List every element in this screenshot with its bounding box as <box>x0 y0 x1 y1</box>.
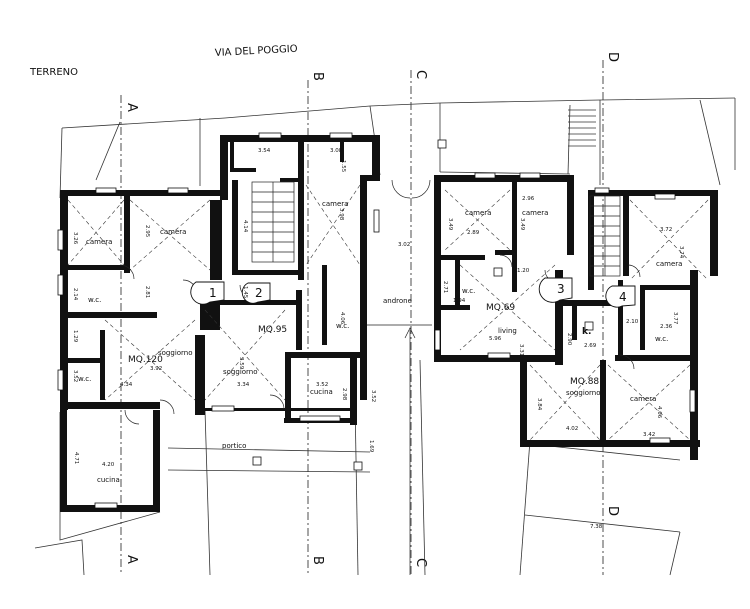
room-wc: w.c. <box>78 375 91 383</box>
room-wc: w.c. <box>336 322 349 330</box>
dimension-label: 2.96 <box>522 196 535 202</box>
exterior-steps <box>568 109 596 147</box>
dimension-label: 1.69 <box>368 440 374 453</box>
dimension-label: 3.49 <box>519 218 525 231</box>
dimension-label: 2.89 <box>467 230 480 236</box>
area-mq95: MQ.95 <box>258 325 287 335</box>
dimension-label: 3.74 <box>678 246 684 259</box>
section-b-bottom: B <box>310 556 325 565</box>
dimension-label: 3.52 <box>316 382 328 388</box>
dimension-label: 2.81 <box>144 286 150 298</box>
section-c-top: C <box>413 70 428 79</box>
dimension-label: 2.10 <box>626 319 639 325</box>
dimension-label: 2.69 <box>584 343 597 349</box>
dimension-label: 3.52 <box>370 390 376 402</box>
room-living: living <box>498 327 517 335</box>
unit-3-label: 3 <box>557 282 565 296</box>
unit-4-label: 4 <box>619 290 627 304</box>
unit-markers <box>190 277 636 308</box>
room-wc: w.c. <box>462 287 475 295</box>
room-kitchenette: k. <box>582 327 591 337</box>
section-a-bottom: A <box>124 555 139 564</box>
hatch-marks <box>252 139 594 471</box>
dimension-label: 3.42 <box>643 432 655 438</box>
dimension-label: 2.90 <box>566 333 572 346</box>
dimension-label: 3.54 <box>258 148 271 154</box>
dimension-label: 3.92 <box>150 366 162 372</box>
walls <box>60 135 718 512</box>
dimension-label: 3.77 <box>672 312 678 325</box>
dimension-label: 3.98 <box>338 208 344 221</box>
dimension-label: 7.38 <box>590 524 603 530</box>
dimension-label: 4.14 <box>242 220 248 233</box>
dimension-label: 2.14 <box>72 288 78 301</box>
context-lines <box>34 97 736 576</box>
staircases <box>251 181 621 277</box>
dimension-label: 1.20 <box>517 268 530 274</box>
dimension-label: 1.94 <box>453 298 466 304</box>
room-camera: camera <box>322 200 348 208</box>
room-camera: camera <box>656 260 682 268</box>
room-cucina: cucina <box>97 476 120 484</box>
section-d-top: D <box>605 52 620 62</box>
androne-entrance-arrow <box>367 324 432 575</box>
unit-2-label: 2 <box>255 286 263 300</box>
room-wc: w.c. <box>655 335 668 343</box>
room-camera: camera <box>86 238 112 246</box>
area-mq88: MQ.88 <box>570 377 599 387</box>
room-soggiorno: soggiorno <box>158 349 193 357</box>
dimension-label: 3.72 <box>660 227 672 233</box>
dimension-label: 4.20 <box>102 462 115 468</box>
room-camera: camera <box>465 209 491 217</box>
dimension-label: 3.31 <box>518 344 524 356</box>
dimension-label: 3.26 <box>72 232 78 245</box>
room-camera: camera <box>630 395 656 403</box>
dimension-label: 4.06 <box>656 406 662 419</box>
dimension-label: 1.29 <box>72 330 78 343</box>
dimension-label: 4.02 <box>566 426 578 432</box>
dimension-label: 3.52 <box>72 370 78 382</box>
dimension-label: 3.49 <box>447 218 453 231</box>
floor-title: TERRENO <box>29 67 78 78</box>
room-wc: w.c. <box>88 296 101 304</box>
dimension-label: 3.02 <box>398 242 410 248</box>
windows <box>57 132 696 509</box>
section-c-bottom: C <box>413 558 428 567</box>
dimension-labels: 3.54 3.08 1.55 3.26 2.95 2.14 2.81 1.29 … <box>72 148 684 530</box>
room-portico: portico <box>222 442 246 450</box>
dimension-label: 1.55 <box>340 160 346 173</box>
section-a-top: A <box>124 103 139 112</box>
room-soggiorno: soggiorno <box>223 368 258 376</box>
room-cucina: cucina <box>310 388 333 396</box>
ceiling-lines <box>67 184 709 441</box>
dimension-label: 2.36 <box>660 324 673 330</box>
dimension-label: 2.95 <box>144 225 150 238</box>
section-lines <box>120 60 604 575</box>
dimension-label: 1.45 <box>242 286 248 299</box>
unit-1-label: 1 <box>209 286 217 300</box>
dimension-label: 4.06 <box>339 312 345 325</box>
dimension-label: 4.71 <box>73 452 79 464</box>
room-camera: camera <box>522 209 548 217</box>
dimension-label: 3.08 <box>330 148 343 154</box>
area-mq120: MQ.120 <box>128 355 163 365</box>
area-mq69: MQ.69 <box>486 303 515 313</box>
dimension-label: 2.98 <box>341 388 347 401</box>
dimension-label: 2.71 <box>442 281 448 293</box>
dimension-label: 3.34 <box>237 382 250 388</box>
dimension-label: 3.59 <box>238 357 244 370</box>
room-soggiorno: soggiorno <box>566 389 601 397</box>
room-androne: androne <box>383 297 412 305</box>
street-name: VIA DEL POGGIO <box>215 44 298 59</box>
section-b-top: B <box>310 72 325 81</box>
section-d-bottom: D <box>605 506 620 516</box>
dimension-label: 5.96 <box>489 336 502 342</box>
room-camera: camera <box>160 228 186 236</box>
dimension-label: 3.84 <box>536 398 542 411</box>
dimension-label: 4.34 <box>120 382 133 388</box>
